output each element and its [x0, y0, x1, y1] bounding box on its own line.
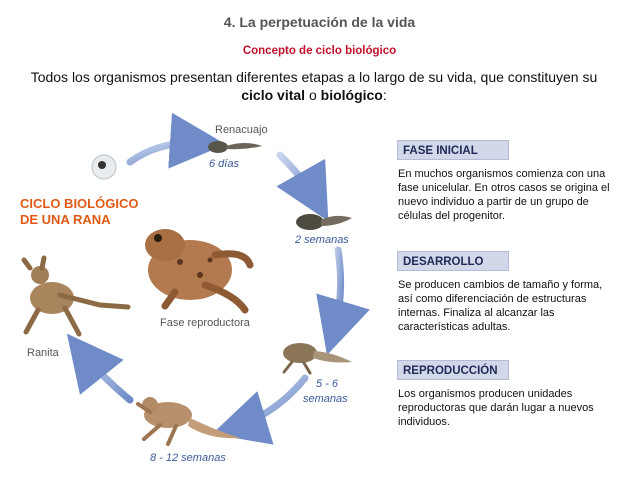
tadpole-2-weeks-icon	[296, 214, 352, 230]
stage-label-fase-reproductora: Fase reproductora	[160, 317, 250, 329]
cycle-arrow-8weeks-to-ranita	[66, 333, 134, 404]
cycle-title-line1: CICLO BIOLÓGICO	[20, 196, 139, 211]
adult-frog-icon	[145, 229, 254, 314]
cycle-title-line2: DE UNA RANA	[20, 212, 111, 227]
cycle-arrow-tadpole-to-2weeks	[276, 151, 329, 222]
phase-title-desarrollo: DESARROLLO	[397, 251, 509, 271]
stage-label-5-6: 5 - 6	[316, 378, 339, 390]
stage-label-6-days: 6 días	[209, 158, 239, 170]
stage-label-ranita: Ranita	[27, 347, 59, 359]
phase-title-reproduccion: REPRODUCCIÓN	[397, 360, 509, 380]
tadpole-6-days-icon	[208, 141, 262, 153]
intro-bold-biologico: biológico	[320, 87, 383, 103]
phase-text-desarrollo: Se producen cambios de tamaño y forma, a…	[398, 279, 603, 333]
page-title: 4. La perpetuación de la vida	[223, 14, 416, 30]
stage-label-renacuajo: Renacuajo	[215, 124, 268, 136]
stage-label-2-weeks: 2 semanas	[295, 234, 349, 246]
intro-connector: o	[305, 87, 321, 103]
phase-text-reproduccion: Los organismos producen unidades reprodu…	[398, 388, 594, 428]
phase-title-fase-inicial: FASE INICIAL	[397, 140, 509, 160]
page-subtitle: Concepto de ciclo biológico	[242, 45, 397, 57]
stage-label-8-12-weeks: 8 - 12 semanas	[150, 452, 226, 464]
intro-text: Todos los organismos presentan diferente…	[30, 69, 598, 85]
stage-label-semanas: semanas	[303, 393, 348, 405]
intro-end: :	[382, 87, 387, 103]
cycle-arrow-2weeks-to-5weeks	[316, 246, 370, 356]
froglet-with-tail-icon	[136, 397, 240, 446]
cycle-arrow-5weeks-to-8weeks	[211, 374, 309, 445]
phase-text-fase-inicial: En muchos organismos comienza con una fa…	[398, 168, 610, 222]
cycle-arrow-egg-to-tadpole	[126, 112, 226, 169]
ranita-icon	[21, 255, 131, 337]
intro-bold-ciclo-vital: ciclo vital	[241, 87, 306, 103]
tadpole-5-6-weeks-icon	[282, 343, 352, 375]
intro-paragraph: Todos los organismos presentan diferente…	[14, 68, 614, 104]
cycle-title: CICLO BIOLÓGICO DE UNA RANA	[20, 196, 138, 228]
egg-icon	[91, 154, 117, 180]
